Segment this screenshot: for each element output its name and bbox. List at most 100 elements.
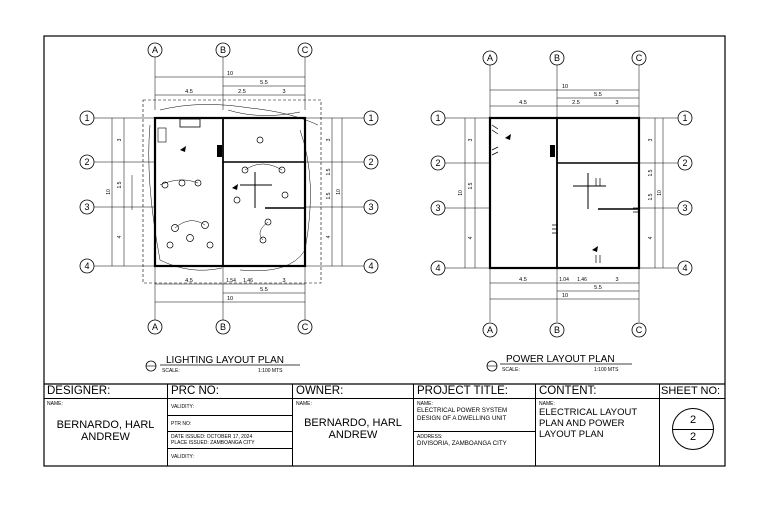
content-name: ELECTRICAL LAYOUT PLAN AND POWER LAYOUT …	[539, 407, 638, 440]
date-issued-label: DATE ISSUED:	[171, 434, 206, 440]
svg-text:10: 10	[657, 190, 663, 196]
owner-name-label: NAME:	[296, 401, 312, 407]
svg-text:10: 10	[562, 84, 568, 90]
power-plan-title: POWER LAYOUT PLAN SCALE: 1:100 MTS	[486, 354, 632, 373]
date-issued: OCTOBER 17, 2024	[206, 434, 253, 440]
svg-text:5.5: 5.5	[594, 92, 602, 98]
grid-bubble-2-right-power: 2	[677, 155, 693, 171]
project-address-label: ADDRESS:	[417, 434, 443, 440]
svg-text:4: 4	[84, 261, 89, 271]
svg-text:2: 2	[435, 158, 440, 168]
svg-text:10: 10	[336, 189, 342, 195]
svg-text:3: 3	[282, 278, 285, 284]
svg-text:2: 2	[682, 158, 687, 168]
owner-cell: OWNER: NAME: BERNARDO, HARL ANDREW	[293, 384, 414, 466]
svg-text:5.5: 5.5	[594, 285, 602, 291]
svg-text:C: C	[636, 53, 643, 63]
svg-text:4.5: 4.5	[519, 100, 527, 106]
svg-text:1.5: 1.5	[117, 181, 123, 188]
designer-name: BERNARDO, HARL ANDREW	[56, 419, 155, 443]
svg-text:A: A	[152, 322, 158, 332]
exterior-walls	[153, 116, 307, 268]
svg-text:3: 3	[615, 100, 618, 106]
svg-text:A: A	[152, 45, 158, 55]
grid-bubble-C-top-power: C	[631, 50, 647, 66]
svg-text:LIGHTING LAYOUT PLAN: LIGHTING LAYOUT PLAN	[166, 355, 284, 366]
svg-text:4.5: 4.5	[519, 277, 527, 283]
svg-text:1.54: 1.54	[226, 278, 236, 284]
grid-bubble-1-left: 1	[79, 110, 95, 126]
lighting-plan-title: LIGHTING LAYOUT PLAN SCALE: 1:100 MTS	[145, 355, 300, 374]
sheet-header: SHEET NO:	[660, 384, 725, 399]
power-outlets	[491, 124, 638, 263]
svg-text:1.46: 1.46	[243, 278, 253, 284]
prc-header: PRC NO:	[168, 384, 292, 399]
grid-bubble-C-bottom-power: C	[631, 322, 647, 338]
svg-text:10: 10	[106, 189, 112, 195]
svg-text:C: C	[636, 325, 643, 335]
svg-text:3: 3	[326, 138, 332, 141]
grid-bubble-4-right-power: 4	[677, 260, 693, 276]
content-cell: CONTENT: NAME: ELECTRICAL LAYOUT PLAN AN…	[536, 384, 660, 466]
grid-bubble-3-right: 3	[363, 199, 379, 215]
svg-text:3: 3	[615, 277, 618, 283]
svg-text:4: 4	[326, 235, 332, 238]
svg-text:1: 1	[682, 113, 687, 123]
svg-text:10: 10	[227, 296, 233, 302]
grid-bubble-3-left-power: 3	[430, 200, 446, 216]
svg-text:3: 3	[682, 203, 687, 213]
svg-text:3: 3	[435, 203, 440, 213]
grid-bubble-B-top: B	[215, 42, 231, 58]
sheet-total: 2	[689, 431, 697, 443]
dim-overall-top: 10	[227, 71, 233, 77]
place-issued: ZAMBOANGA CITY	[210, 440, 255, 446]
place-issued-label: PLACE ISSUED:	[171, 440, 209, 446]
svg-text:A: A	[487, 325, 493, 335]
prc-validity-2: VALIDITY:	[171, 453, 194, 460]
svg-text:1.5: 1.5	[648, 193, 654, 200]
svg-text:B: B	[220, 322, 226, 332]
svg-text:1:100 MTS: 1:100 MTS	[594, 367, 619, 373]
svg-text:4: 4	[682, 263, 687, 273]
svg-text:SCALE:: SCALE:	[502, 367, 520, 373]
svg-text:POWER LAYOUT PLAN: POWER LAYOUT PLAN	[506, 354, 615, 365]
svg-text:3: 3	[282, 89, 285, 95]
grid-bubble-A-top: A	[147, 42, 163, 58]
svg-text:C: C	[302, 322, 309, 332]
svg-text:3: 3	[117, 138, 123, 141]
svg-text:1.5: 1.5	[326, 192, 332, 199]
svg-text:2.5: 2.5	[572, 100, 580, 106]
grid-bubble-4-left: 4	[79, 258, 95, 274]
svg-text:4.5: 4.5	[185, 89, 193, 95]
grid-bubble-C-bottom: C	[297, 319, 313, 335]
grid-bubble-C-top: C	[297, 42, 313, 58]
svg-text:3: 3	[468, 138, 474, 141]
grid-bubble-4-right: 4	[363, 258, 379, 274]
prc-validity-1: VALIDITY:	[168, 399, 292, 416]
svg-text:2.5: 2.5	[238, 89, 246, 95]
dim-right-top: 5.5	[260, 80, 268, 86]
svg-text:1.46: 1.46	[577, 277, 587, 283]
prc-cell: PRC NO: VALIDITY: PTR NO: DATE ISSUED: O…	[168, 384, 293, 466]
grid-bubble-A-bottom: A	[147, 319, 163, 335]
kitchen-counter	[179, 118, 201, 128]
grid-bubble-2-left: 2	[79, 154, 95, 170]
svg-text:SCALE:: SCALE:	[162, 368, 180, 374]
wiring-runs	[148, 104, 319, 271]
designer-name-label: NAME:	[47, 401, 63, 407]
sheet-border	[43, 35, 726, 467]
svg-text:1: 1	[368, 113, 373, 123]
property-boundary	[142, 99, 322, 284]
owner-header: OWNER:	[293, 384, 413, 399]
grid-bubble-A-top-power: A	[482, 50, 498, 66]
light-fixtures	[161, 136, 289, 249]
svg-text:2: 2	[368, 157, 373, 167]
grid-bubble-1-left-power: 1	[430, 110, 446, 126]
grid-bubble-B-top-power: B	[549, 50, 565, 66]
content-header: CONTENT:	[536, 384, 659, 399]
svg-text:A: A	[487, 53, 493, 63]
svg-text:10: 10	[458, 190, 464, 196]
grid-bubble-4-left-power: 4	[430, 260, 446, 276]
